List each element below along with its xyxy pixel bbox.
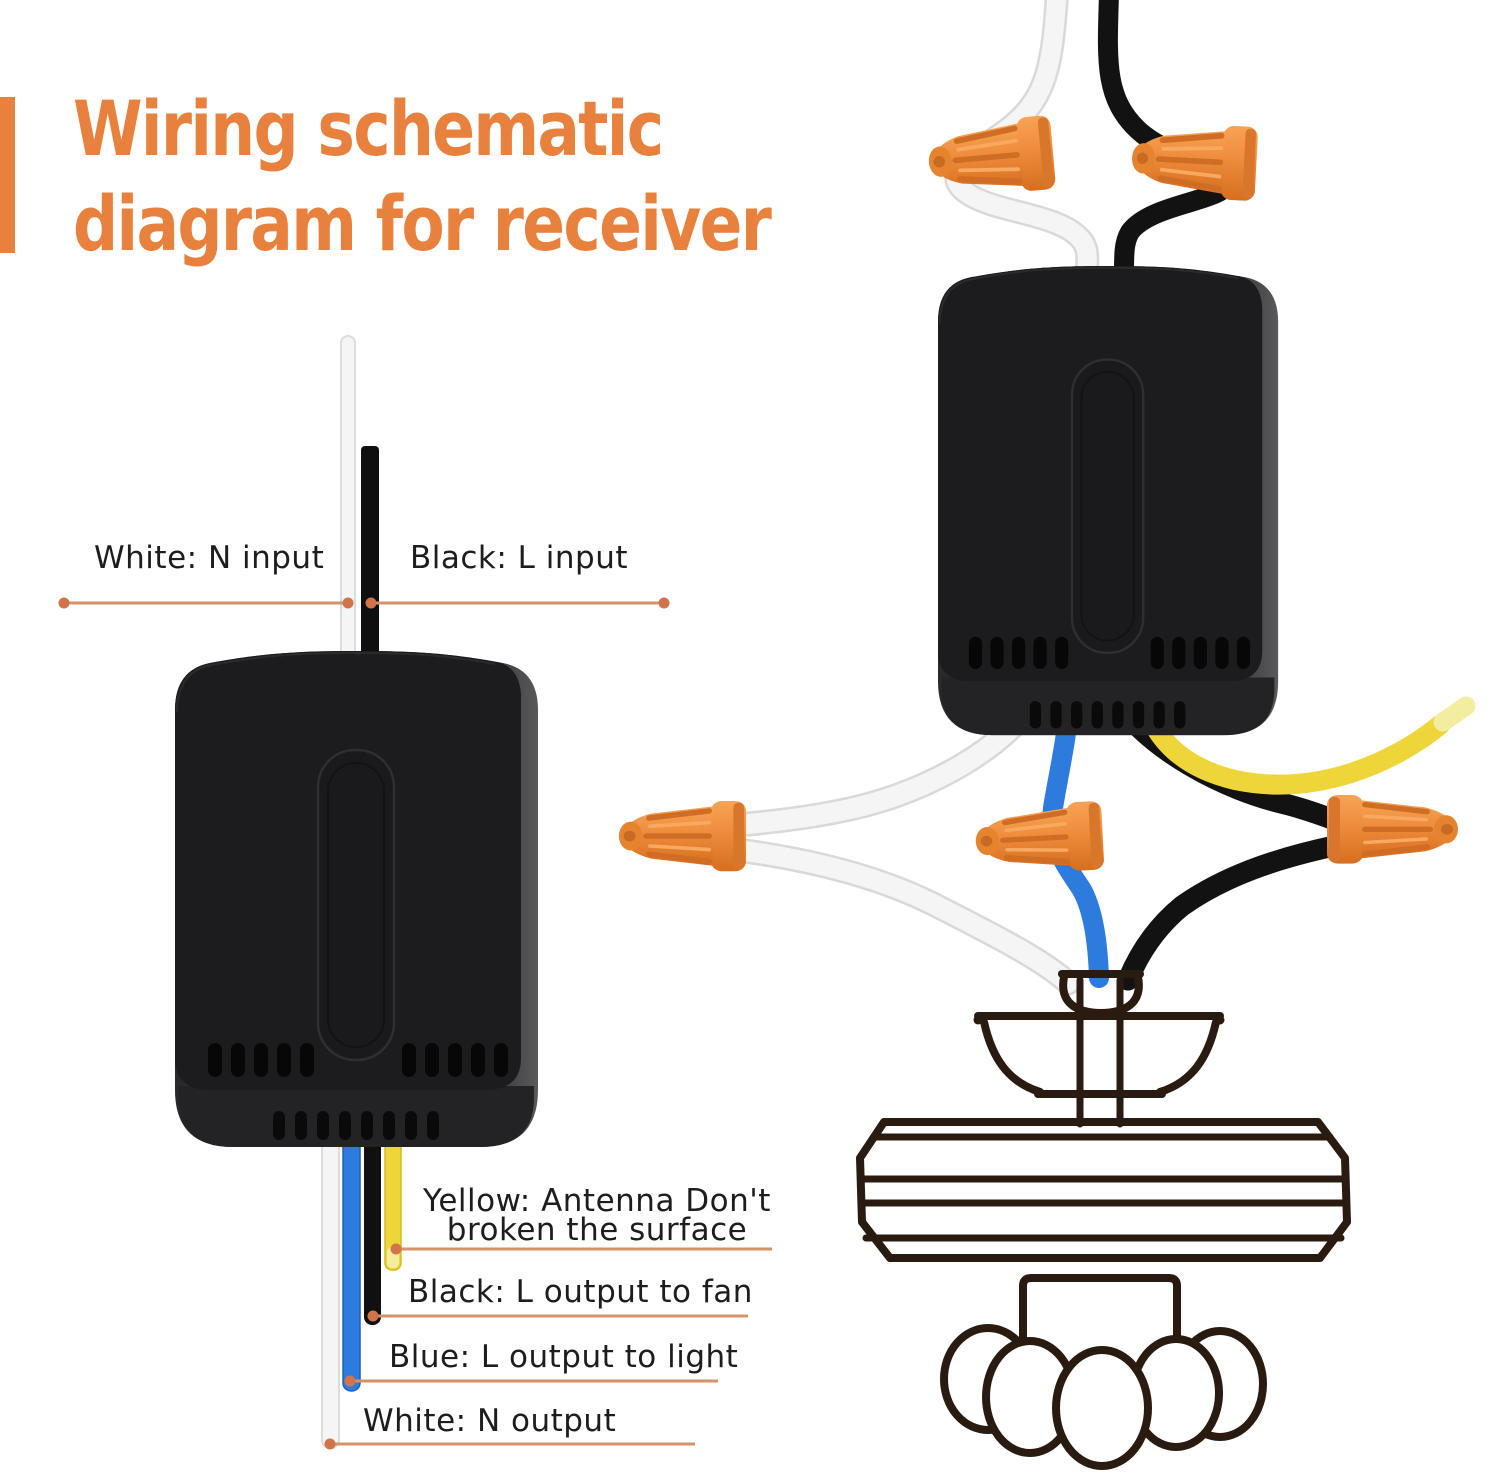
label-white-n-output: White: N output: [363, 1403, 617, 1439]
receiver-box-right: [936, 264, 1280, 737]
callout-black-input: [365, 597, 670, 609]
yellow-antenna-wire-right: [1132, 686, 1450, 795]
light-bulbs: [940, 1324, 1267, 1470]
label-yellow-antenna-line1: Yellow: Antenna Don't: [423, 1183, 771, 1219]
motor-housing-stripes: [857, 1133, 1350, 1242]
label-white-n-input: White: N input: [94, 540, 325, 576]
input-wires-left: [340, 335, 379, 668]
white-mains-wire: [946, 0, 1097, 282]
callout-white-output: [324, 1438, 695, 1450]
switch-housing: [1019, 1274, 1181, 1351]
callout-blue-output: [344, 1375, 718, 1387]
page-title-line2: diagram for receiver: [73, 179, 772, 268]
label-black-l-output: Black: L output to fan: [408, 1274, 753, 1310]
black-output-wire: [364, 1130, 381, 1325]
black-wire-to-fan: [1117, 835, 1345, 991]
white-output-wire: [321, 1129, 340, 1449]
white-wire-to-nut: [738, 686, 1048, 834]
canopy-side-left: [980, 1018, 1044, 1096]
output-wires-left: [321, 1129, 402, 1449]
page-title-line1: Wiring schematic: [73, 84, 664, 173]
title-accent-bar: [0, 97, 15, 253]
white-input-wire: [340, 335, 356, 667]
label-black-l-input: Black: L input: [410, 540, 629, 576]
wire-nut-mid-left: [619, 801, 746, 871]
label-yellow-antenna-line2: broken the surface: [446, 1212, 748, 1248]
wire-nut-mid-right: [1327, 795, 1458, 864]
callout-white-input: [58, 597, 354, 609]
yellow-wire-tip-right: [1433, 696, 1476, 732]
label-blue-l-output: Blue: L output to light: [389, 1339, 739, 1375]
callout-black-output: [367, 1310, 748, 1322]
blue-output-wire: [342, 1129, 361, 1392]
canopy-side-right: [1156, 1018, 1220, 1096]
callout-lines: [58, 597, 772, 1450]
white-wire-to-fan: [735, 841, 1078, 993]
receiver-box-left: [173, 649, 540, 1149]
callout-yellow-output: [390, 1243, 772, 1255]
black-input-wire: [361, 446, 379, 668]
ceiling-fan-drawing: [856, 970, 1351, 1470]
downrod: [1076, 976, 1124, 1128]
wire-nut-mid-center: [974, 801, 1104, 876]
